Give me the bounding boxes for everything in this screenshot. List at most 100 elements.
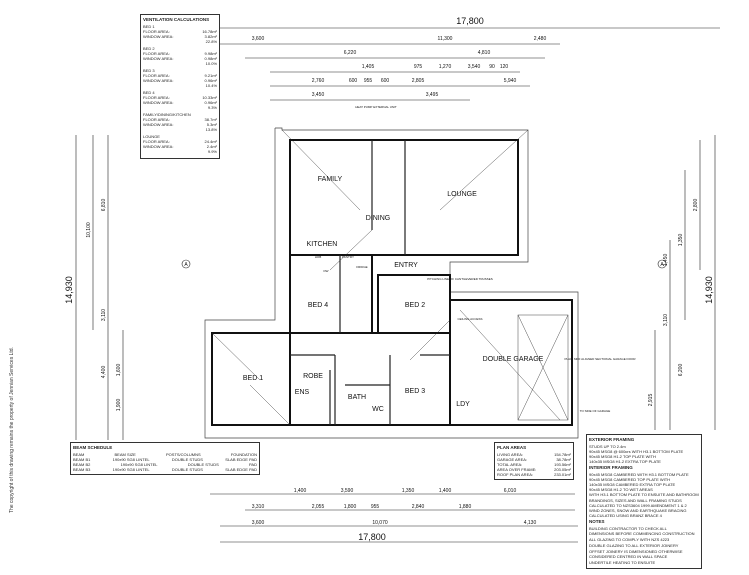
- annotation-note: DW: [324, 269, 329, 273]
- cell: 2.4m²: [206, 144, 217, 149]
- room-label-robe: ROBE: [303, 373, 323, 380]
- cell: 193.56m²: [554, 462, 571, 467]
- note-line: CALCULATED USING BRANZ BRACE 4: [589, 513, 662, 518]
- dimension-label: 1,600: [116, 364, 122, 377]
- annotation-note: HEAT PUMP EXTERNAL UNIT: [355, 105, 397, 109]
- cell: 9.9%: [207, 149, 217, 154]
- room-label-kitchen: KITCHEN: [307, 241, 338, 248]
- dimension-label: 1,405: [362, 64, 375, 70]
- note-line: DIMENSIONS BEFORE COMMENCING CONSTRUCTIO…: [589, 531, 695, 536]
- room-label-bed-1: BED 1: [243, 375, 263, 382]
- roof-hip-line: [281, 129, 361, 211]
- area-row: GARAGE AREA:38.78m²: [497, 457, 571, 462]
- grid-marker: [181, 259, 191, 269]
- annotation-note: PLAIN MDF ALIGNED SECTIONAL GARAGE DOOR: [564, 357, 636, 361]
- dimension-label: 14,930: [64, 276, 74, 304]
- cell: LIVING AREA:: [497, 452, 524, 457]
- dimension-label: 5,940: [504, 78, 517, 84]
- note-line: WITH H3.1 BOTTOM PLATE TO ENSUITE AND BA…: [589, 492, 699, 497]
- dimension-label: 4,810: [478, 50, 491, 56]
- area-row: TOTAL AREA:193.56m²: [497, 462, 571, 467]
- dimension-label: 4,130: [524, 520, 537, 526]
- dimension-label: 2,915: [648, 394, 654, 407]
- note-line: 140x35 MSG8 H1.2 EXTRA TOP PLATE: [589, 459, 661, 464]
- dimension-label: 6,810: [101, 199, 107, 212]
- roof-outline: [204, 127, 579, 439]
- percent: 10.4%: [143, 83, 217, 88]
- room-name: BED 4: [143, 90, 217, 95]
- dimension-label: 600: [349, 78, 358, 84]
- room-label-dining: DINING: [366, 215, 391, 222]
- floor-area: FLOOR AREA:38.7m²: [143, 117, 217, 122]
- dimension-label: 10,100: [86, 222, 92, 238]
- cell: 0.96m²: [204, 78, 217, 83]
- room-label-lounge: LOUNGE: [447, 191, 477, 198]
- window-area: WINDOW AREA:3.82m²: [143, 34, 217, 39]
- cell: 233.01m²: [554, 472, 571, 477]
- dimension-label: 10,070: [372, 520, 388, 526]
- roof-hip-line: [459, 309, 561, 421]
- dimension-label: 3,540: [468, 64, 481, 70]
- dimension-label: 6,010: [504, 488, 517, 494]
- room-label-entry: ENTRY: [394, 262, 418, 269]
- cell: FAMILY/DINING/KITCHEN: [143, 112, 191, 117]
- dimension-label: 1,350: [402, 488, 415, 494]
- roof-hip-line: [249, 384, 291, 426]
- dimension-label: 2,760: [312, 78, 325, 84]
- dimension-label: 2,840: [412, 504, 425, 510]
- percent: 22.8%: [143, 39, 217, 44]
- cell: FLOOR AREA:: [143, 139, 170, 144]
- dimension-label: 1,450: [663, 254, 669, 267]
- cell: 190x90 SG8 LINTEL: [112, 467, 150, 472]
- cell: 203.05m²: [554, 467, 571, 472]
- roof-hip-line: [211, 332, 261, 381]
- cell: BEAM: [73, 452, 85, 457]
- note-line: 90x45 MSG8 CAMBERED TOP PLATE WITH: [589, 477, 671, 482]
- room-label-double-garage: DOUBLE GARAGE: [483, 356, 544, 363]
- annotation-note: PANTRY: [342, 255, 354, 259]
- cell: 38.7m²: [204, 117, 217, 122]
- percent: 13.8%: [143, 127, 217, 132]
- cell: BED 1: [143, 24, 155, 29]
- cell: BEAM SIZE: [114, 452, 136, 457]
- cell: 9.98m²: [204, 51, 217, 56]
- cell: SLAB EDGE PAD: [225, 457, 257, 462]
- ventilation-title: VENTILATION CALCULATIONS: [143, 17, 210, 22]
- cell: FLOOR AREA:: [143, 51, 170, 56]
- cell: BED 4: [143, 90, 155, 95]
- dimension-label: 3,590: [341, 488, 354, 494]
- note-line: OFFSET JOINERY IS DIMENSIONED OTHERWISE: [589, 549, 683, 554]
- dimension-label: 4,400: [101, 366, 107, 379]
- note-line: 90x45 MSG8 CAMBERED WITH H3.1 BOTTOM PLA…: [589, 472, 689, 477]
- dimension-label: 1,900: [116, 399, 122, 412]
- cell: 13.8%: [205, 127, 217, 132]
- dimension-label: 3,110: [663, 314, 669, 326]
- window-area: WINDOW AREA:2.4m²: [143, 144, 217, 149]
- dimension-label: 6,220: [344, 50, 357, 56]
- room-label-ldy: LDY: [456, 401, 470, 408]
- annotation-note: HOB: [315, 255, 322, 259]
- dimension-label: 955: [371, 504, 380, 510]
- cell: AREA OVER FRAME:: [497, 467, 537, 472]
- cell: 154.78m²: [554, 452, 571, 457]
- annotation-note: CEILING ACCESS: [457, 317, 482, 321]
- cell: SLAB EDGE PAD: [225, 467, 257, 472]
- window-area: WINDOW AREA:0.96m²: [143, 100, 217, 105]
- note-line: 90x45 MSG8 @ 600crs WITH H3.1 BOTTOM PLA…: [589, 449, 684, 454]
- cell: WINDOW AREA:: [143, 122, 174, 127]
- cell: DOUBLE STUDS: [187, 462, 219, 467]
- cell: 5.3m²: [206, 122, 217, 127]
- cell: BEAM B3: [73, 467, 91, 472]
- room-name: FAMILY/DINING/KITCHEN: [143, 112, 217, 117]
- dimension-label: 3,495: [426, 92, 439, 98]
- annotation-note: PITCHING LINE OF CANTILEVERED TRUSSES: [427, 277, 493, 281]
- note-line: ALL GLAZING TO COMPLY WITH NZS 4223: [589, 537, 670, 542]
- cell: 16.78m²: [202, 29, 217, 34]
